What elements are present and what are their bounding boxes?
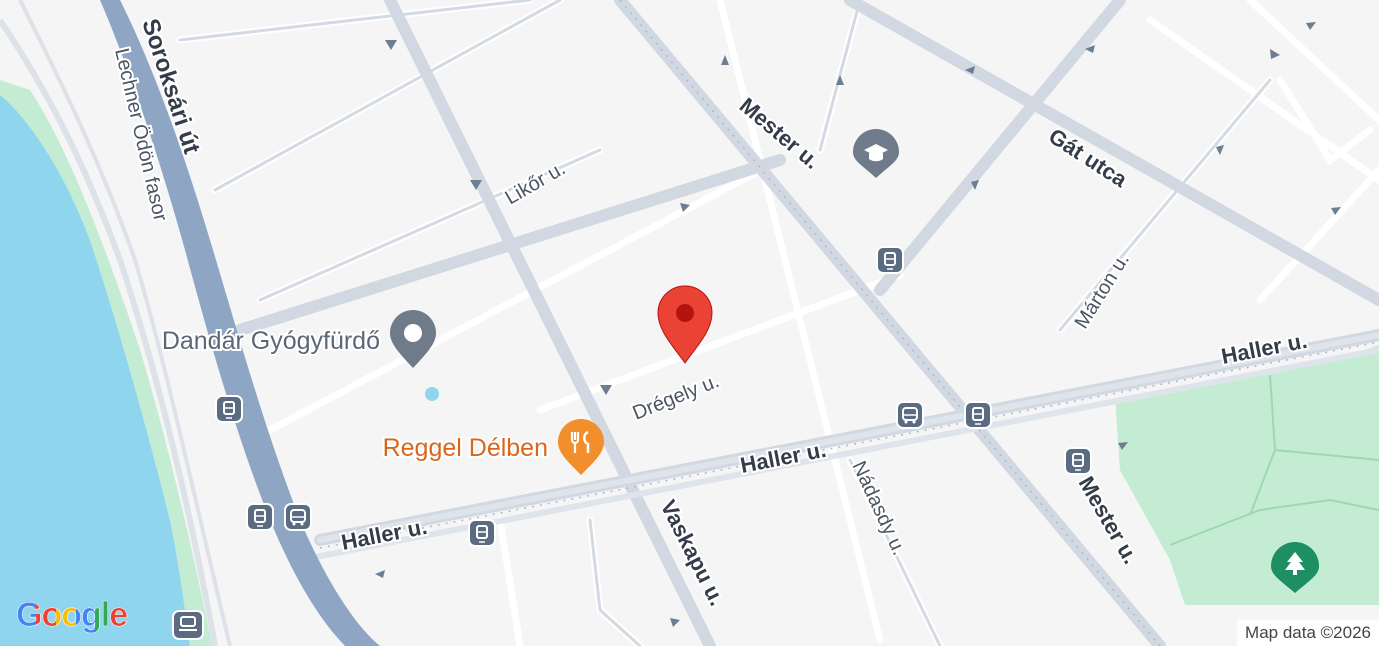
tree-icon[interactable] [1271, 542, 1319, 593]
ferry-icon[interactable] [172, 610, 204, 640]
tram-icon[interactable] [215, 395, 243, 423]
tram-icon[interactable] [876, 246, 904, 274]
red-location-marker-icon[interactable] [657, 285, 713, 364]
tram-icon[interactable] [246, 503, 274, 531]
highway-soroksari [100, 0, 380, 646]
google-logo-text: Google [16, 596, 129, 635]
tram-icon[interactable] [468, 519, 496, 547]
tram-icon[interactable] [964, 401, 992, 429]
bus-icon[interactable] [896, 401, 924, 429]
map-attribution[interactable]: Map data ©2026 [1237, 620, 1379, 646]
google-logo[interactable]: Google [16, 596, 129, 635]
riverside-park [0, 80, 212, 646]
river-danube [0, 95, 190, 646]
pond [425, 387, 439, 401]
fork-knife-icon[interactable] [558, 419, 604, 475]
tram-icon[interactable] [1064, 447, 1092, 475]
graduation-cap-icon[interactable] [853, 129, 899, 178]
bus-icon[interactable] [284, 503, 312, 531]
place-label-restaurant[interactable]: Reggel Délben [381, 432, 550, 464]
place-pin-icon[interactable] [390, 310, 436, 368]
place-label-spa[interactable]: Dandár Gyógyfürdő [160, 325, 382, 357]
